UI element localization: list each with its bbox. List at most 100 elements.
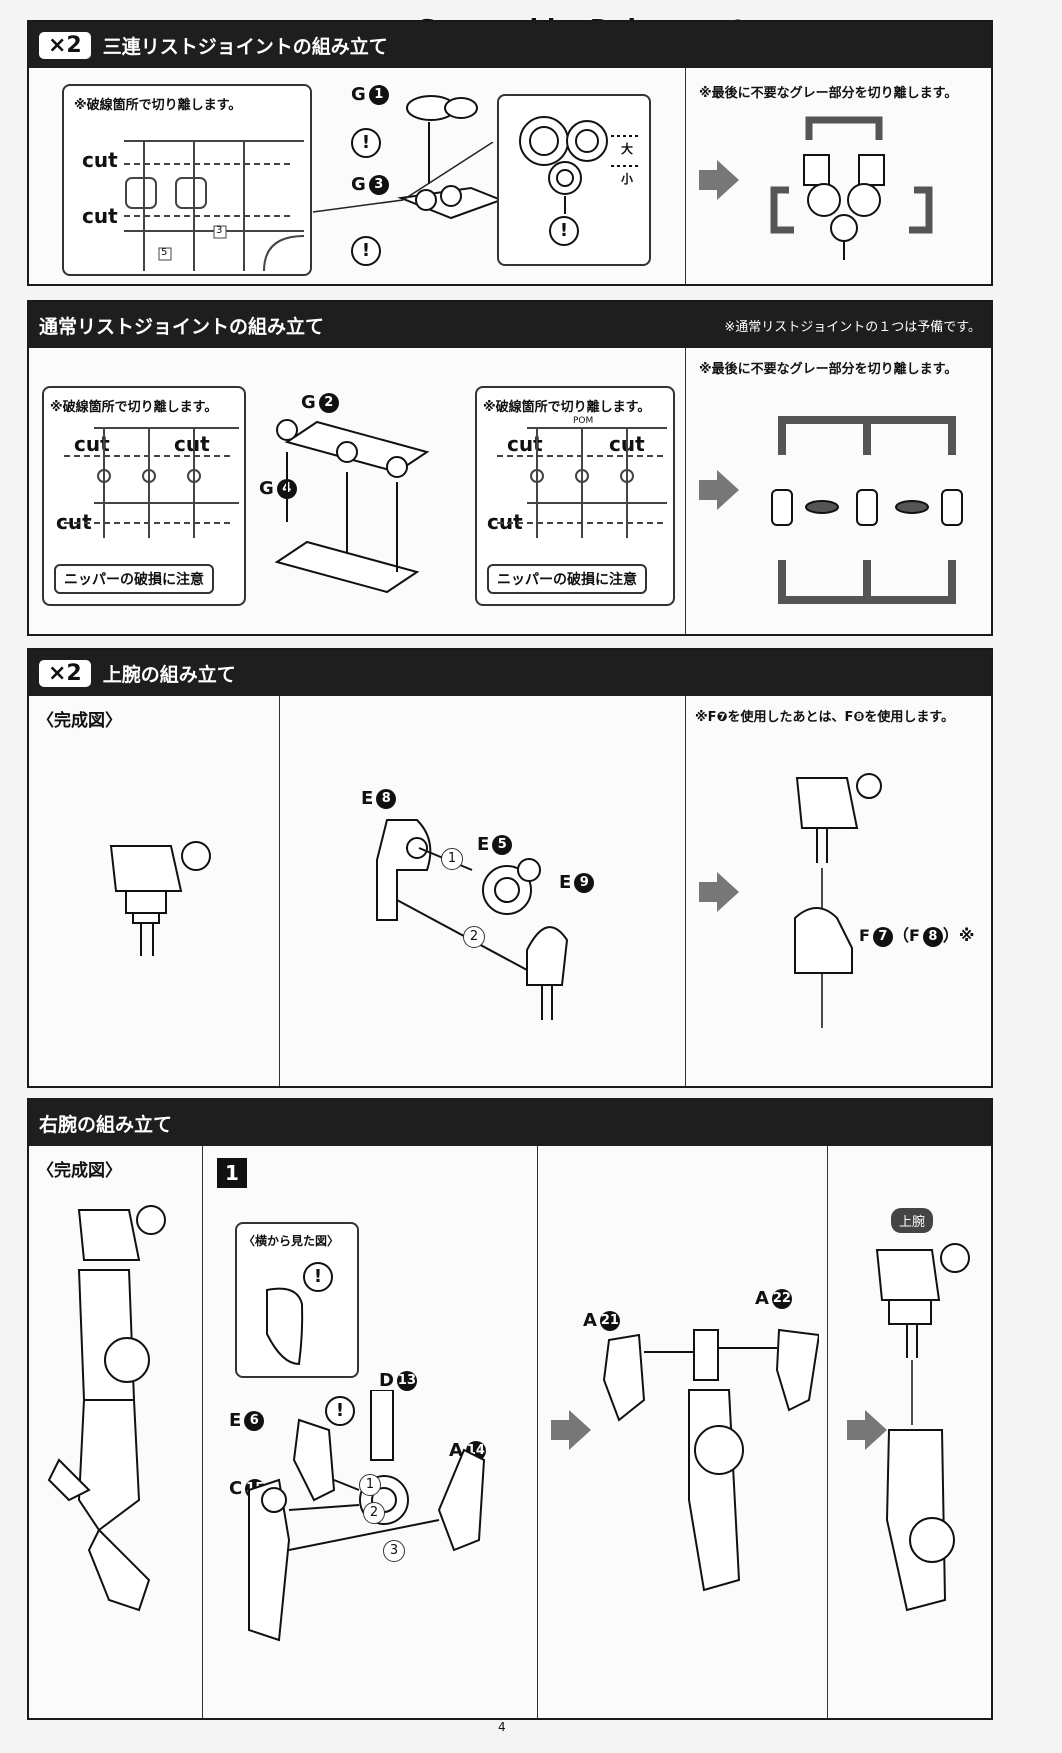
next-arrow: [847, 1410, 887, 1450]
panel-divider: [279, 696, 280, 1086]
section-title: 通常リストジョイントの組み立て: [39, 315, 325, 338]
upper-arm-assembly-drawing: [376, 819, 569, 1020]
part-number: 5: [492, 835, 513, 855]
next-arrow: [699, 470, 739, 510]
complete-figure-label: 〈完成図〉: [37, 1161, 122, 1181]
runner-num-a: 3: [216, 225, 223, 236]
finished-joints-drawing: [771, 416, 963, 604]
caution-icon: !: [303, 1262, 333, 1292]
size-diagram: [519, 116, 639, 214]
section-title: 右腕の組み立て: [39, 1113, 173, 1136]
caution-icon: !: [351, 128, 381, 158]
part-letter: C: [229, 1478, 243, 1499]
size-large: 大: [621, 142, 634, 156]
part-number: 3: [368, 175, 389, 195]
next-arrow: [551, 1410, 591, 1450]
section-triple-wrist-joint: ×2 三連リストジョイントの組み立て ※破線箇所で切り離します。 cut cut…: [27, 20, 993, 286]
part-letter: F: [859, 926, 870, 945]
upper-arm-fit-drawing: [794, 773, 882, 1028]
caution-icon: !: [549, 216, 579, 246]
nipper-caution: ニッパーの破損に注意: [487, 564, 647, 594]
zoom-inset: 大 小 !: [497, 94, 651, 266]
part-letter: D: [379, 1370, 394, 1391]
part-letter: F: [908, 926, 920, 945]
next-arrow: [699, 160, 739, 200]
part-letter: E: [229, 1410, 242, 1431]
part-number: 1: [368, 85, 389, 105]
part-letter: G: [351, 174, 366, 195]
side-view-drawing: [266, 1287, 304, 1366]
part-letter: E: [559, 872, 572, 893]
runner-inset-left: ※破線箇所で切り離します。 cut cut cut ニッパーの破損に注意: [42, 386, 246, 606]
part-number: 8: [376, 789, 397, 809]
paren-open: （: [892, 926, 909, 945]
cut-note: ※破線箇所で切り離します。: [483, 400, 651, 415]
runner-drawing: [64, 427, 239, 538]
panel-divider: [827, 1146, 828, 1718]
section-right-arm: 右腕の組み立て 〈完成図〉 1 〈横から見た図〉 ! E6 D13 A14 C1…: [27, 1098, 993, 1720]
page-number: 4: [498, 1720, 506, 1734]
part-letter: G: [301, 392, 316, 413]
runner-num-b: 5: [161, 247, 168, 258]
part-number: 6: [244, 1411, 265, 1431]
upper-arm-label: 上腕: [891, 1208, 934, 1233]
part-number: 22: [771, 1289, 792, 1309]
runner-inset: ※破線箇所で切り離します。 cut cut 3 5: [62, 84, 312, 276]
part-letter: A: [583, 1310, 597, 1331]
complete-figure-label: 〈完成図〉: [37, 711, 122, 731]
step-marker: 1: [359, 1474, 381, 1496]
panel-divider: [202, 1146, 203, 1718]
forearm-cover-drawing: [602, 1328, 819, 1592]
next-arrow: [699, 872, 739, 912]
part-letter: A: [755, 1288, 769, 1309]
caution-icon: !: [325, 1396, 355, 1426]
part-number: 2: [318, 393, 339, 413]
header-note: ※通常リストジョイントの１つは予備です。: [724, 320, 981, 335]
panel-divider: [685, 68, 686, 284]
cut-note: ※破線箇所で切り離します。: [74, 98, 242, 113]
step-number: 1: [217, 1158, 247, 1188]
step-marker: 2: [463, 926, 485, 948]
part-letter: A: [449, 1440, 463, 1461]
part-number: 7: [872, 926, 893, 947]
step-marker: 3: [383, 1540, 405, 1562]
part-number: 13: [396, 1371, 417, 1391]
right-arm-complete-drawing: [47, 1205, 166, 1612]
paren-close: ）※: [942, 926, 975, 945]
part-letter: G: [351, 84, 366, 105]
cut-label: cut: [487, 510, 523, 534]
joint-assembly-drawing: [274, 419, 430, 594]
final-note: ※最後に不要なグレー部分を切り離します。: [699, 86, 958, 101]
pom-label: POM: [573, 416, 594, 426]
nipper-caution: ニッパーの破損に注意: [54, 564, 214, 594]
leader-line: [313, 142, 494, 213]
side-view-inset: 〈横から見た図〉 !: [235, 1222, 359, 1378]
section-title: 三連リストジョイントの組み立て: [102, 35, 388, 58]
runner-drawing: [497, 427, 667, 538]
size-small: 小: [621, 172, 634, 186]
part-letter: G: [259, 478, 274, 499]
part-number: 9: [574, 873, 595, 893]
runner-drawing: [124, 140, 305, 272]
finished-joint-drawing: [770, 116, 933, 260]
upper-arm-complete-drawing: [109, 841, 211, 956]
part-number: 21: [599, 1311, 620, 1331]
step-marker: 2: [363, 1502, 385, 1524]
section-normal-wrist-joint: 通常リストジョイントの組み立て ※通常リストジョイントの１つは予備です。 ※破線…: [27, 300, 993, 636]
part-letter: E: [477, 834, 490, 855]
multiplier-badge: ×2: [39, 659, 91, 687]
runner-inset-right: ※破線箇所で切り離します。 POM cut cut cut ニッパーの破損に注意: [475, 386, 675, 606]
final-note: ※最後に不要なグレー部分を切り離します。: [699, 362, 958, 377]
cut-label: cut: [174, 432, 210, 456]
section-header: ×2 上腕の組み立て: [29, 650, 991, 696]
